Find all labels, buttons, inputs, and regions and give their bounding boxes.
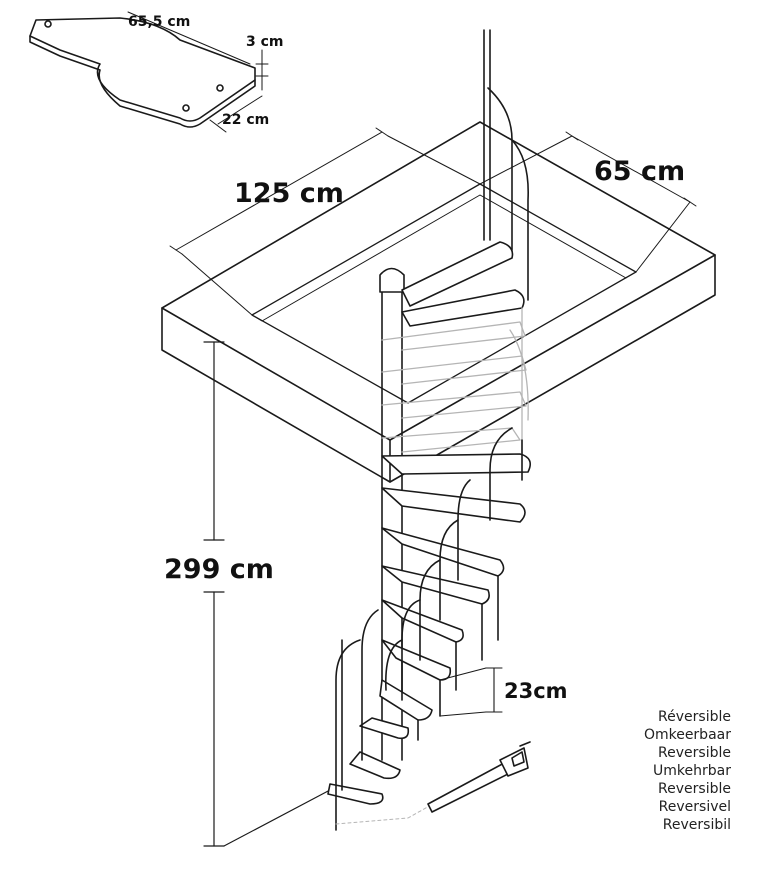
reversible-label-pt: Reversivel	[658, 799, 731, 815]
opening-dimension-lines	[169, 127, 697, 316]
reversible-label-nl: Omkeerbaar	[643, 727, 731, 743]
reversible-label-es: Reversible	[658, 781, 731, 797]
saw-icon	[427, 741, 531, 813]
tread-length-label: 65,5 cm	[128, 14, 190, 30]
reversible-label-fr: Réversible	[658, 709, 731, 725]
tread-thickness-label: 3 cm	[246, 34, 284, 50]
staircase-lower-treads	[327, 453, 531, 805]
reversible-label-de: Umkehrbar	[653, 763, 731, 779]
step-rise-label: 23cm	[504, 679, 568, 703]
tread-width-label: 22 cm	[222, 112, 269, 128]
total-height-label: 299 cm	[164, 554, 274, 585]
opening-length-label: 125 cm	[234, 178, 344, 209]
height-dimension-line	[203, 341, 331, 847]
opening-width-label: 65 cm	[594, 156, 685, 187]
tread-detail	[29, 11, 269, 133]
reversible-label-en: Reversible	[658, 745, 731, 761]
spiral-staircase	[379, 29, 529, 761]
reversible-label-it: Reversibil	[662, 817, 731, 833]
rise-dimension-line	[439, 667, 503, 717]
floor-footprint	[335, 799, 441, 825]
reversible-label-list: Réversible Omkeerbaar Reversible Umkehrb…	[644, 708, 731, 834]
handrail-balusters	[335, 427, 523, 831]
